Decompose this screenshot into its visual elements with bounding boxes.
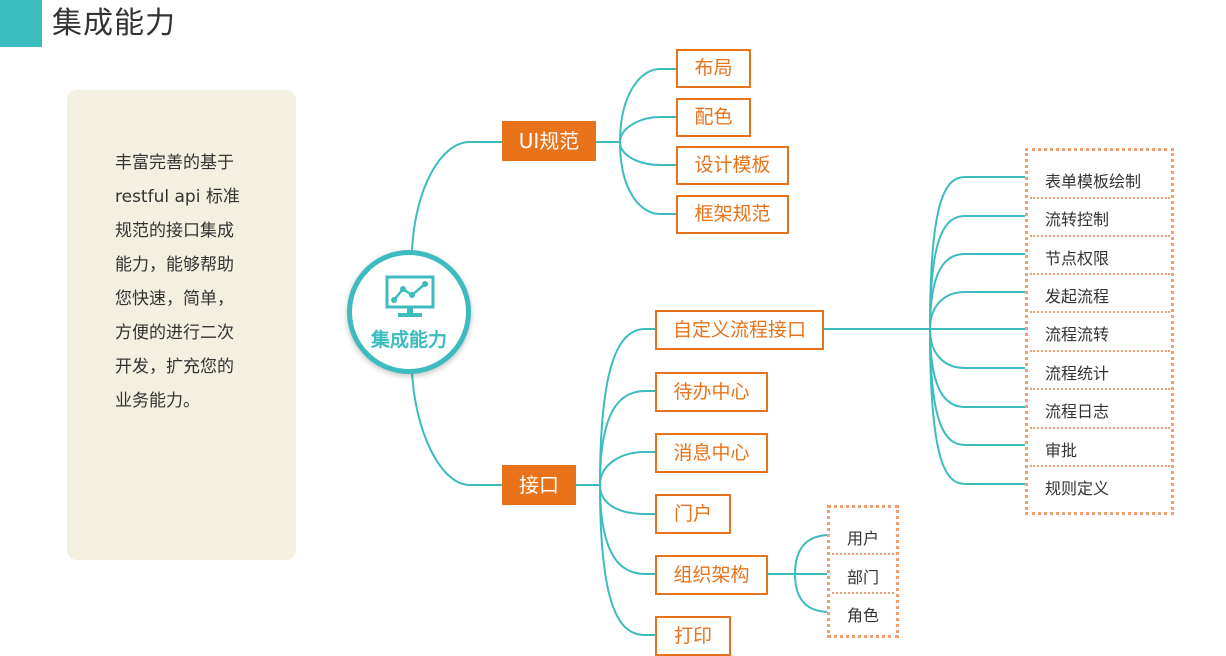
link-if-flow [599, 328, 655, 486]
link-flow-8 [929, 328, 1027, 485]
link-org-2 [794, 573, 831, 613]
description-card: 丰富完善的基于 restful api 标准 规范的接口集成 能力，能够帮助 您… [67, 90, 296, 560]
description-line: 能力，能够帮助 [115, 255, 234, 275]
page-title: 集成能力 [52, 6, 176, 41]
flow-separator [1030, 197, 1170, 199]
flow-separator [1030, 273, 1170, 275]
flow-separator [1030, 235, 1170, 237]
flow-item: 规则定义 [1045, 479, 1110, 498]
flow-item: 流程统计 [1045, 364, 1110, 383]
link-org-0 [794, 534, 831, 575]
link-ui-color [619, 116, 676, 143]
link-ui-framework [619, 141, 676, 215]
org-item: 部门 [847, 568, 880, 587]
description-line: 方便的进行二次 [115, 323, 234, 343]
portal-node: 门户 [655, 494, 731, 534]
todo-center-node: 待办中心 [655, 372, 768, 412]
ui-layout-node: 布局 [676, 49, 751, 88]
message-center-node: 消息中心 [655, 433, 768, 473]
link-if-org [599, 484, 655, 575]
description-line: 丰富完善的基于 [115, 153, 234, 173]
flow-item: 流转控制 [1045, 210, 1110, 229]
description-line: 业务能力。 [115, 391, 200, 411]
link-if-print [599, 484, 655, 636]
org-items-box [827, 505, 899, 638]
org-structure-node: 组织架构 [655, 555, 768, 595]
interface-node: 接口 [502, 465, 576, 505]
ui-spec-node: UI规范 [502, 121, 596, 161]
flow-item: 表单模板绘制 [1045, 172, 1142, 191]
custom-flow-interface-node: 自定义流程接口 [655, 310, 824, 350]
link-ui-layout [619, 68, 676, 143]
org-item: 角色 [847, 606, 880, 625]
description-line: 规范的接口集成 [115, 221, 234, 241]
link-if-message [599, 451, 655, 486]
monitor-chart-icon [385, 275, 435, 317]
flow-item: 流程流转 [1045, 325, 1110, 344]
org-separator [832, 553, 894, 555]
description-text: 丰富完善的基于 restful api 标准 规范的接口集成 能力，能够帮助 您… [115, 146, 255, 418]
link-if-todo [599, 390, 655, 486]
link-flow-5 [929, 328, 1027, 369]
flow-items-box [1025, 148, 1174, 515]
ui-template-node: 设计模板 [676, 146, 789, 185]
link-flow-1 [929, 215, 1027, 330]
link-hub-interface [411, 371, 502, 486]
link-flow-2 [929, 253, 1027, 330]
ui-framework-node: 框架规范 [676, 195, 789, 234]
print-node: 打印 [655, 616, 731, 656]
flow-separator [1030, 388, 1170, 390]
flow-item: 发起流程 [1045, 287, 1110, 306]
hub-label: 集成能力 [370, 329, 447, 351]
org-separator [832, 592, 894, 594]
ui-color-node: 配色 [676, 98, 751, 137]
title-accent-bar [0, 0, 42, 47]
flow-separator [1030, 311, 1170, 313]
flow-separator [1030, 465, 1170, 467]
flow-item: 审批 [1045, 441, 1078, 460]
description-line: 开发，扩充您的 [115, 357, 234, 377]
link-flow-3 [929, 291, 1027, 330]
flow-item: 节点权限 [1045, 249, 1110, 268]
link-hub-ui [411, 141, 502, 251]
link-ui-template [619, 141, 676, 166]
flow-separator [1030, 427, 1170, 429]
description-line: restful api 标准 [115, 187, 240, 207]
hub-node: 集成能力 [347, 250, 471, 374]
link-flow-7 [929, 328, 1027, 446]
description-line: 您快速，简单， [115, 289, 234, 309]
flow-item: 流程日志 [1045, 402, 1110, 421]
link-if-portal [599, 484, 655, 515]
flow-separator [1030, 350, 1170, 352]
org-item: 用户 [847, 529, 880, 548]
